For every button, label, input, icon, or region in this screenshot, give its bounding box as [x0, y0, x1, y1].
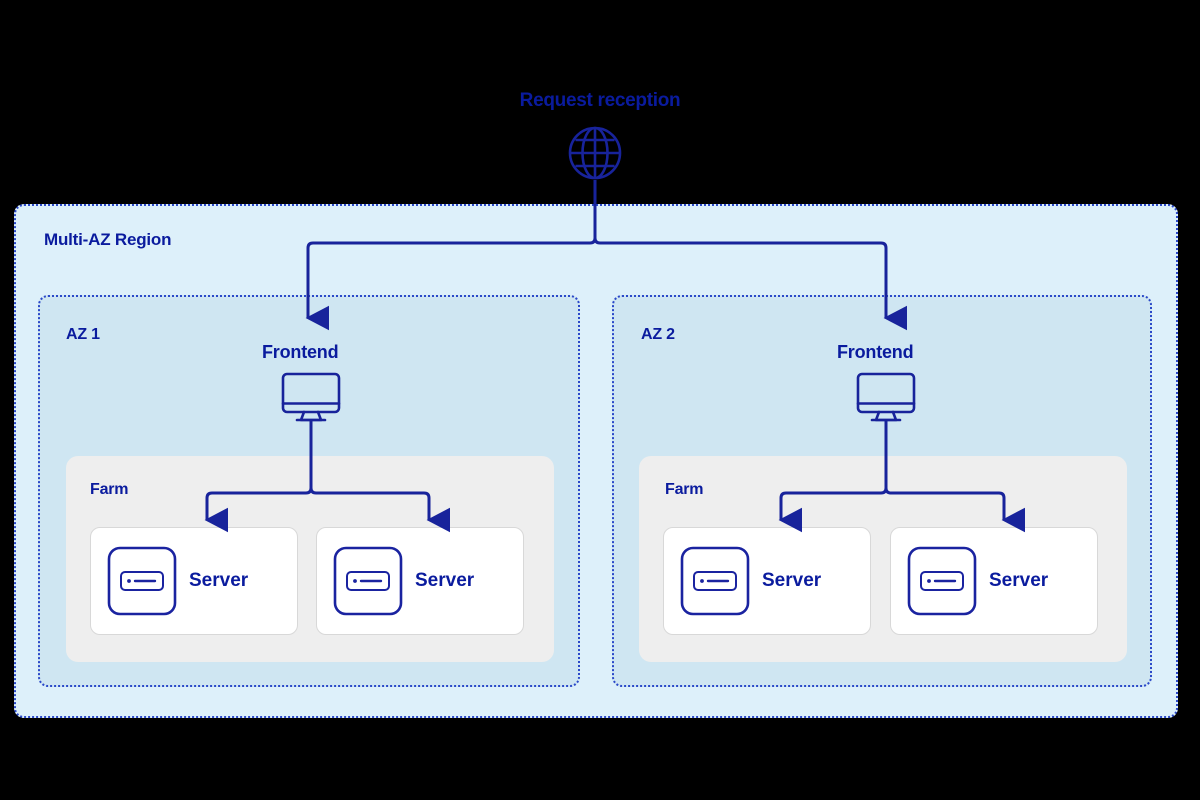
server-label: Server — [415, 570, 475, 591]
server-label: Server — [989, 570, 1049, 591]
multi-az-region-label: Multi-AZ Region — [44, 230, 172, 249]
server-icon — [678, 544, 752, 618]
availability-zone-2-label: AZ 2 — [641, 326, 675, 343]
availability-zone-1-label: AZ 1 — [66, 326, 100, 343]
frontend-label-az2: Frontend — [837, 342, 914, 362]
farm-label-az1: Farm — [90, 481, 129, 498]
server-card[interactable]: Server — [663, 527, 871, 635]
server-icon — [331, 544, 405, 618]
server-card[interactable]: Server — [316, 527, 524, 635]
monitor-icon — [280, 372, 342, 424]
server-icon — [905, 544, 979, 618]
server-label: Server — [189, 570, 249, 591]
server-card[interactable]: Server — [890, 527, 1098, 635]
server-card[interactable]: Server — [90, 527, 298, 635]
page-title: Request reception — [519, 90, 681, 111]
monitor-icon — [855, 372, 917, 424]
frontend-label-az1: Frontend — [262, 342, 339, 362]
farm-label-az2: Farm — [665, 481, 704, 498]
server-icon — [105, 544, 179, 618]
globe-icon — [566, 124, 624, 182]
server-label: Server — [762, 570, 822, 591]
